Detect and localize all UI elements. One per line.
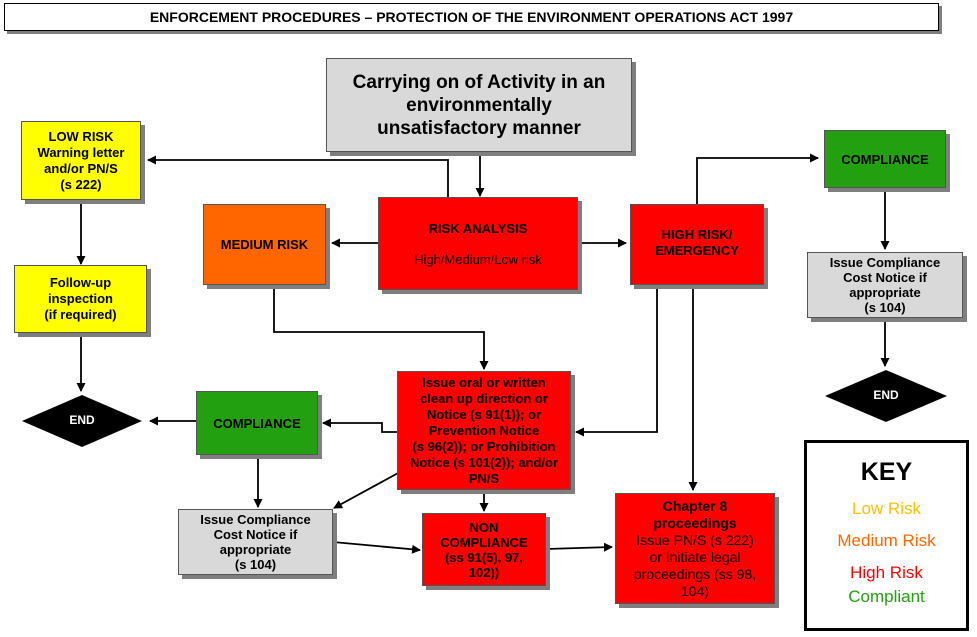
high-risk-box: HIGH RISK/ EMERGENCY [630, 204, 764, 285]
end-right-label: END [873, 388, 899, 402]
page-title: ENFORCEMENT PROCEDURES – PROTECTION OF T… [149, 9, 794, 25]
chapter8-body-2: or Initiate legal [649, 548, 741, 565]
key-legend: KEY Low Risk Medium Risk High Risk Compl… [804, 440, 969, 631]
low-risk-line-2: Warning letter [37, 144, 125, 160]
issue-notice-line-4: Prevention Notice [428, 422, 540, 438]
cost-notice-left-box: Issue Compliance Cost Notice if appropri… [178, 509, 333, 575]
chapter8-title-2: proceedings [653, 514, 737, 531]
followup-line-1: Follow-up [49, 275, 112, 290]
cost-notice-right-box: Issue Compliance Cost Notice if appropri… [807, 252, 963, 318]
arrow-notice-to-compliance [322, 418, 397, 433]
arrow-cost-left-to-noncompliance [332, 541, 421, 554]
arrow-notice-to-cost-left [333, 471, 401, 509]
issue-notice-line-3: Notice (s 91(1)); or [426, 406, 542, 422]
end-right-diamond [825, 370, 947, 422]
activity-box: Carrying on of Activity in an environmen… [326, 58, 632, 152]
followup-line-3: (if required) [44, 307, 117, 322]
followup-line-2: inspection [47, 291, 113, 306]
arrow-high-to-notice [575, 285, 658, 437]
issue-notice-box: Issue oral or written clean up direction… [397, 371, 571, 490]
followup-box: Follow-up inspection (if required) [14, 265, 147, 333]
high-risk-line-1: HIGH RISK/ [661, 227, 733, 242]
low-risk-box: LOW RISK Warning letter and/or PN/S (s 2… [21, 121, 141, 200]
issue-notice-line-1: Issue oral or written [422, 374, 546, 390]
cost-notice-left-line-4: (s 104) [234, 557, 277, 572]
arrow-high-to-compliance [696, 153, 819, 205]
risk-analysis-box: RISK ANALYSIS High/Medium/Low risk [378, 197, 578, 290]
high-risk-line-2: EMERGENCY [655, 243, 739, 258]
issue-notice-line-2: clean up direction or [420, 390, 548, 406]
cost-notice-right-line-1: Issue Compliance [829, 255, 941, 270]
cost-notice-left-line-2: Cost Notice if [213, 527, 298, 542]
issue-notice-line-6: Notice (s 101(2)); and/or [409, 454, 559, 470]
medium-risk-label: MEDIUM RISK [220, 237, 309, 252]
cost-notice-right-line-2: Cost Notice if [843, 270, 927, 285]
compliance-left-label: COMPLIANCE [213, 415, 301, 431]
non-compliance-line-1: NON [469, 519, 499, 535]
non-compliance-line-4: 102)) [468, 564, 500, 580]
low-risk-line-3: and/or PN/S [44, 160, 118, 176]
cost-notice-right-line-4: (s 104) [864, 300, 906, 315]
cost-notice-right-line-3: appropriate [849, 285, 921, 300]
key-item-low: Low Risk [852, 499, 921, 518]
non-compliance-line-3: (ss 91(5), 97, [444, 549, 524, 565]
compliance-left-box: COMPLIANCE [196, 391, 318, 455]
chapter8-body-3: proceedings (ss 98, [633, 565, 757, 582]
non-compliance-box: NON COMPLIANCE (ss 91(5), 97, 102)) [422, 513, 546, 586]
non-compliance-line-2: COMPLIANCE [440, 534, 528, 550]
title-bar: ENFORCEMENT PROCEDURES – PROTECTION OF T… [4, 3, 939, 31]
low-risk-line-4: (s 222) [60, 176, 102, 192]
compliance-right-box: COMPLIANCE [824, 130, 946, 188]
arrow-risk-to-low [147, 155, 449, 197]
key-item-compliant: Compliant [848, 587, 925, 606]
end-left-diamond [22, 395, 142, 447]
activity-line-2: environmentally [406, 94, 552, 116]
low-risk-line-1: LOW RISK [48, 128, 114, 144]
chapter8-body-4: 104) [680, 582, 710, 599]
chapter8-box: Chapter 8 proceedings Issue PN/S (s 222)… [615, 493, 775, 604]
key-heading: KEY [860, 458, 913, 486]
chapter8-title-1: Chapter 8 [662, 497, 728, 514]
chapter8-body-1: Issue PN/S (s 222) [636, 531, 754, 548]
arrow-medium-to-notice [273, 285, 489, 370]
issue-notice-line-5: (s 96(2)); or Prohibition [412, 438, 556, 454]
key-item-high: High Risk [850, 563, 923, 582]
risk-analysis-sub: High/Medium/Low risk [414, 251, 542, 267]
activity-line-1: Carrying on of Activity in an [352, 71, 606, 93]
arrow-noncompliance-to-chapter8 [545, 542, 613, 552]
key-item-medium: Medium Risk [837, 531, 936, 550]
compliance-right-label: COMPLIANCE [841, 151, 929, 167]
medium-risk-box: MEDIUM RISK [203, 204, 326, 285]
end-left-label: END [69, 413, 95, 427]
issue-notice-line-7: PN/S [468, 470, 500, 486]
cost-notice-left-line-1: Issue Compliance [200, 512, 311, 527]
cost-notice-left-line-3: appropriate [219, 542, 292, 557]
risk-analysis-label: RISK ANALYSIS [428, 220, 528, 236]
activity-line-3: unsatisfactory manner [377, 117, 581, 139]
